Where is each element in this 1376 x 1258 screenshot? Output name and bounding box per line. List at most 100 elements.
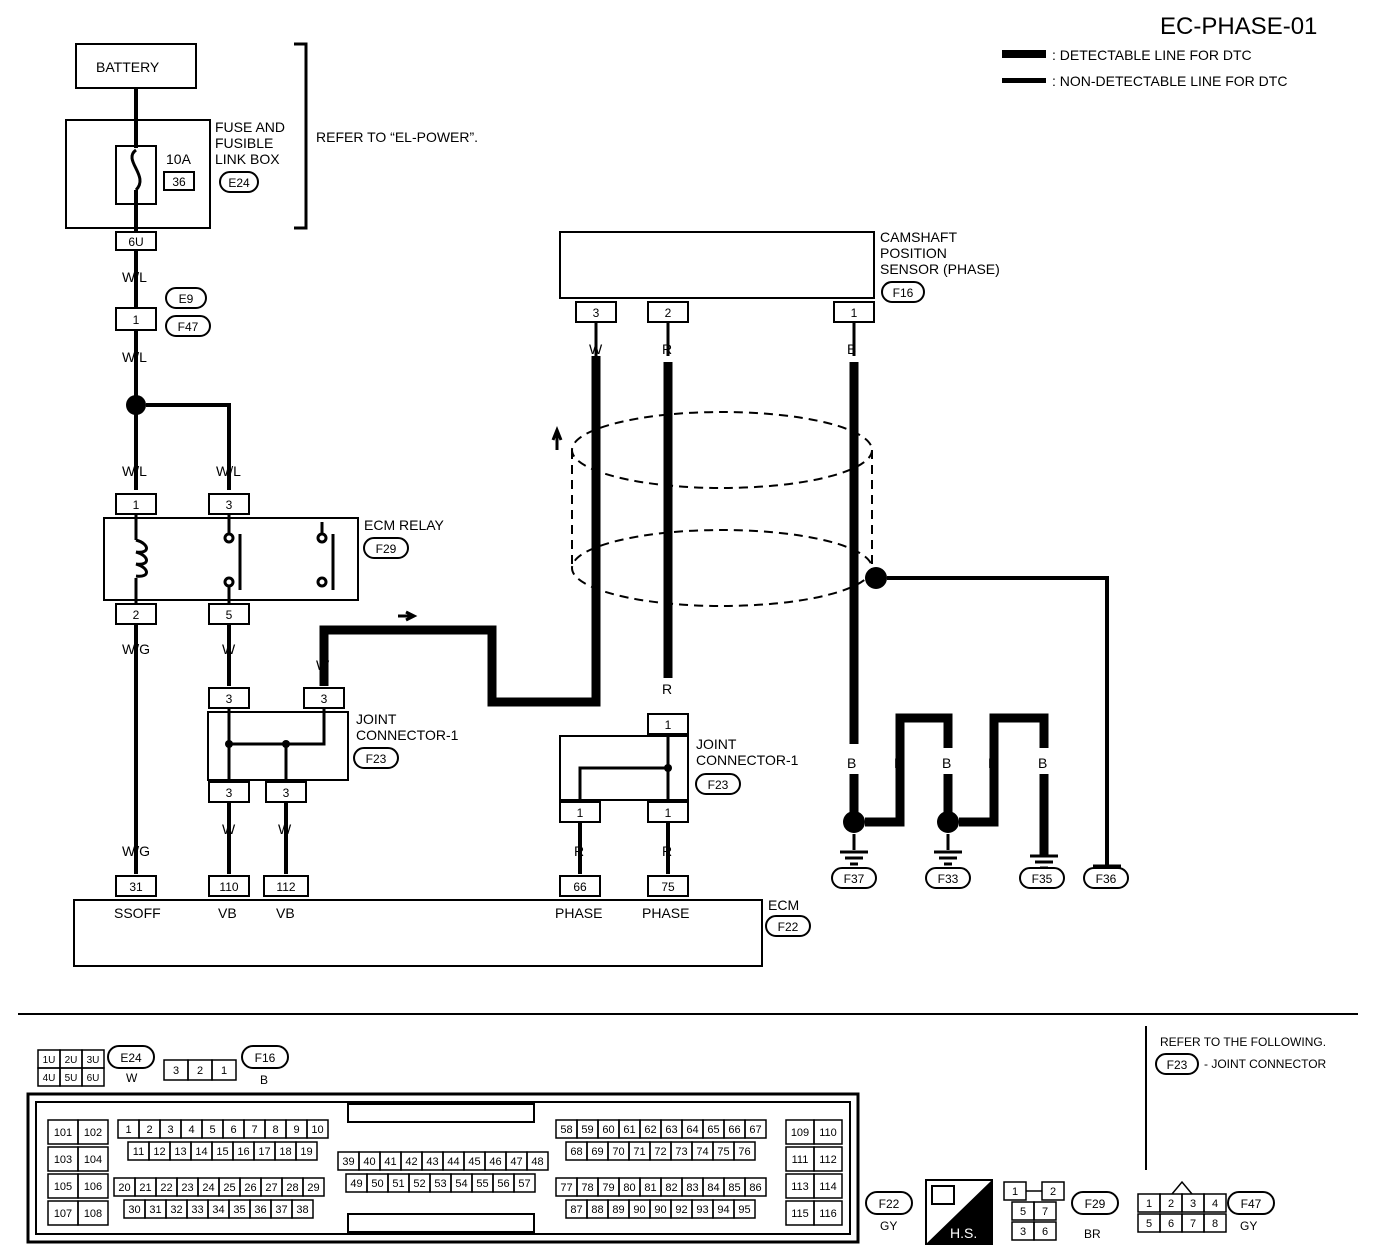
ecm-face-pin-17: 17 — [258, 1146, 270, 1158]
wire-color-w-3: W — [278, 821, 292, 837]
ecm-face-pin-41: 41 — [384, 1156, 396, 1168]
ecm-pin-110: 110 — [219, 880, 238, 894]
wire-w-sensor-pin3 — [319, 356, 601, 707]
joint1-node-b — [282, 740, 290, 748]
ecm-face-pin-92: 92 — [675, 1204, 687, 1216]
joint2-internal-wiring — [578, 734, 670, 800]
wire-splice-relay-3 — [146, 403, 231, 490]
f47-face-pin-4: 4 — [1212, 1198, 1218, 1210]
ground-f35-icon — [1030, 854, 1058, 870]
ecm-face-pin-38: 38 — [296, 1204, 308, 1216]
ecm-face-pin-21: 21 — [139, 1182, 151, 1194]
ecm-connector-face-outer — [26, 1092, 860, 1244]
f29-face-pin-6: 6 — [1042, 1226, 1048, 1238]
ecm-face-pin-116-cell — [813, 1200, 843, 1226]
connector-f35-label: F35 — [1032, 872, 1053, 886]
ecm-face-pin-62: 62 — [644, 1124, 656, 1136]
ecm-face-pin-7: 7 — [251, 1124, 257, 1136]
wire-shield-ground — [887, 576, 1109, 866]
ecm-face-pin-61: 61 — [623, 1124, 635, 1136]
ecm-face-pin-66: 66 — [728, 1124, 740, 1136]
wire-color-r-2: R — [662, 681, 672, 697]
hs-connector-icon — [931, 1185, 955, 1205]
ecm-face-pin-107: 107 — [54, 1208, 72, 1220]
connector-e9-tag — [165, 287, 207, 309]
joint1-node-a — [225, 740, 233, 748]
fuse-box-label-2: FUSIBLE — [215, 135, 273, 151]
ecm-term-vb-2: VB — [276, 905, 295, 921]
joint2-pin-1a: 1 — [577, 806, 584, 820]
ecm-pin-110-box — [208, 875, 250, 897]
ecm-face-pin-74: 74 — [696, 1146, 708, 1158]
ecm-face-pin-19: 19 — [300, 1146, 312, 1158]
connector-f23-label-1: F23 — [366, 752, 387, 766]
ecm-face-pin-114-cell — [813, 1173, 843, 1199]
wire-color-wl-3: W/L — [122, 463, 147, 479]
ecm-face-pin-78: 78 — [581, 1182, 593, 1194]
ecm-face-pin-34: 34 — [212, 1204, 224, 1216]
fuse-number-box — [163, 171, 195, 191]
joint1-pin-3c: 3 — [226, 786, 233, 800]
e24-face-pin-6U: 6U — [87, 1073, 100, 1084]
e24-face-pin-2U: 2U — [65, 1055, 78, 1066]
connector-f16-label: F16 — [893, 286, 914, 300]
f16-face-pin-1: 1 — [221, 1065, 227, 1077]
f22-face-label: F22 — [879, 1197, 900, 1211]
connector-f22-label: F22 — [778, 920, 799, 934]
ecm-face-pin-37: 37 — [275, 1204, 287, 1216]
camshaft-sensor-box — [559, 231, 875, 299]
ecm-face-pin-48: 48 — [531, 1156, 543, 1168]
connector-f29-tag — [363, 537, 409, 559]
f29-face-tag — [1071, 1191, 1119, 1215]
wire-color-wl-2: W/L — [122, 349, 147, 365]
ecm-face-pin-12: 12 — [153, 1146, 165, 1158]
fuse-number: 36 — [172, 175, 186, 189]
ecm-face-pin-67: 67 — [749, 1124, 761, 1136]
legend-thin-swatch — [1002, 78, 1046, 83]
joint2-label-1: JOINT — [696, 736, 737, 752]
ecm-face-pin-52: 52 — [413, 1178, 425, 1190]
ecm-face-pin-15: 15 — [216, 1146, 228, 1158]
connector-f33-label: F33 — [938, 872, 959, 886]
legend-detectable: : DETECTABLE LINE FOR DTC — [1052, 47, 1252, 63]
ecm-face-pin-16: 16 — [237, 1146, 249, 1158]
ecm-face-pin-26: 26 — [244, 1182, 256, 1194]
ecm-face-pin-108: 108 — [84, 1208, 102, 1220]
ecm-relay-label: ECM RELAY — [364, 517, 445, 533]
joint1-label-2: CONNECTOR-1 — [356, 727, 459, 743]
ecm-face-pin-75: 75 — [717, 1146, 729, 1158]
ecm-face-pin-46: 46 — [489, 1156, 501, 1168]
ecm-face-pin-95: 95 — [738, 1204, 750, 1216]
connector-f36-label: F36 — [1096, 872, 1117, 886]
ecm-face-pin-14: 14 — [195, 1146, 207, 1158]
wire-color-r-1: R — [662, 341, 672, 357]
fuse-icon — [130, 148, 142, 192]
f47-face-pin-2: 2 — [1168, 1198, 1174, 1210]
refer-following: REFER TO THE FOLLOWING. — [1160, 1035, 1326, 1049]
f16-face-tag — [241, 1045, 289, 1069]
connector-e24-tag — [219, 171, 259, 193]
ecm-face-pin-32: 32 — [170, 1204, 182, 1216]
connector-f35-tag — [1019, 867, 1065, 889]
legend-non-detectable: : NON-DETECTABLE LINE FOR DTC — [1052, 73, 1287, 89]
ecm-pin-31-box — [115, 875, 157, 897]
f47-face-pin-6: 6 — [1168, 1218, 1174, 1230]
ecm-face-pin-76: 76 — [738, 1146, 750, 1158]
wire-color-b-6: B — [1038, 755, 1047, 771]
ecm-connector-face-inner — [35, 1101, 851, 1235]
sensor-label-1: CAMSHAFT — [880, 229, 957, 245]
ecm-face-pin-83: 83 — [686, 1182, 698, 1194]
ecm-pin-112-box — [263, 875, 309, 897]
ecm-face-pin-6: 6 — [230, 1124, 236, 1136]
ecm-face-pin-25: 25 — [223, 1182, 235, 1194]
sensor-pin-3: 3 — [593, 306, 600, 320]
connector-f23-label-2: F23 — [708, 778, 729, 792]
e24-face-pin-3U: 3U — [87, 1055, 100, 1066]
connector-f29-label: F29 — [376, 542, 397, 556]
relay-coil-icon — [135, 538, 148, 578]
e24-face-label: E24 — [120, 1051, 142, 1065]
hs-label: H.S. — [950, 1225, 977, 1241]
ecm-face-pin-70: 70 — [612, 1146, 624, 1158]
